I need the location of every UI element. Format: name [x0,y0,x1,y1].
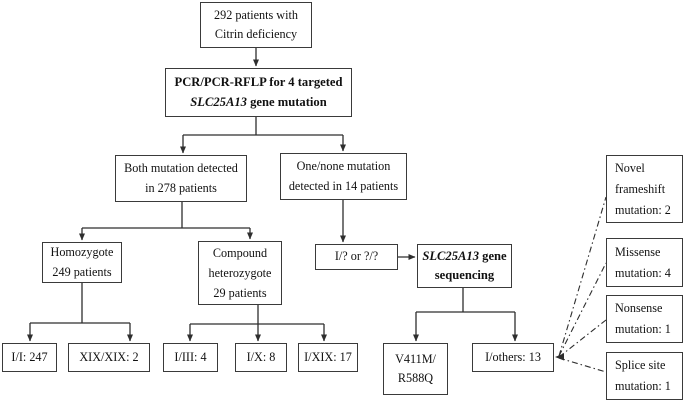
gene-name: SLC25A13 [422,248,480,263]
node-line: V411M/ [395,351,436,366]
node-292-patients: 292 patients with Citrin deficiency [200,2,312,48]
node-line: 29 patients [213,286,267,300]
node-one-none-mutation: One/none mutation detected in 14 patient… [280,153,407,200]
node-genotype-i-xix-17: I/XIX: 17 [298,343,358,372]
node-line: mutation: 4 [615,265,671,280]
node-line: Compound [212,246,268,260]
node-nonsense-mutation: Nonsense mutation: 1 [606,295,683,343]
node-genotype-xix-xix-2: XIX/XIX: 2 [68,343,150,372]
node-line: mutation: 1 [615,379,671,393]
node-line: Nonsense [615,301,663,315]
node-line: XIX/XIX: 2 [79,349,139,364]
node-line: Homozygote [50,245,114,259]
node-line: PCR/PCR-RFLP for 4 targeted [174,75,343,89]
node-line-rest: gene [479,248,507,263]
node-line: I/XIX: 17 [304,349,352,364]
edge-both-split [79,202,253,241]
node-gene-sequencing: SLC25A13 gene sequencing [417,244,512,288]
fan-arrowhead [555,353,564,361]
node-line: Citrin deficiency [214,27,298,41]
node-line: Novel [615,160,645,175]
node-line: SLC25A13 gene [422,247,506,267]
edge-mutation-types-fan [558,196,607,373]
node-line: I/X: 8 [246,349,276,364]
node-line: Splice site [615,358,666,372]
node-line: detected in 14 patients [288,178,399,193]
node-line: heterozygote [208,266,272,280]
edge-compound-split [187,305,327,342]
node-line: mutation: 1 [615,322,671,336]
node-line-rest: gene mutation [246,94,327,109]
node-line: I/others: 13 [485,349,541,364]
node-novel-frameshift-mutation: Novel frameshift mutation: 2 [606,155,683,223]
node-line: SLC25A13 gene mutation [190,93,326,113]
node-line: I/? or ?/? [334,249,379,264]
node-i-others-13: I/others: 13 [472,343,554,372]
gene-name: SLC25A13 [190,94,247,109]
node-line: mutation: 2 [615,202,671,217]
node-genotype-ii-247: I/I: 247 [2,343,57,372]
node-line: 249 patients [52,264,112,279]
node-genotype-i-x-8: I/X: 8 [235,343,287,372]
node-compound-heterozygote: Compound heterozygote 29 patients [198,241,282,305]
node-genotype-i-iii-4: I/III: 4 [163,343,218,372]
node-splice-site-mutation: Splice site mutation: 1 [606,352,683,400]
node-homozygote: Homozygote 249 patients [42,242,122,283]
edge-homozygote-split [27,283,133,342]
node-line: Missense [615,244,661,259]
node-both-mutation-detected: Both mutation detected in 278 patients [115,155,247,202]
node-missense-mutation: Missense mutation: 4 [606,238,683,287]
node-line: Both mutation detected [124,161,238,175]
edge-pcr-split [180,117,346,154]
node-line: frameshift [615,181,666,196]
node-v411m-r588q: V411M/ R588Q [383,343,448,395]
node-line: One/none mutation [296,159,391,173]
edge-sequencing-split [413,288,518,342]
node-line: R588Q [397,371,434,385]
node-pcr-rflp: PCR/PCR-RFLP for 4 targeted SLC25A13 gen… [165,68,352,117]
node-line: I/I: 247 [11,349,48,364]
node-line: sequencing [434,268,495,282]
node-line: in 278 patients [145,180,217,195]
node-line: I/III: 4 [174,349,207,364]
node-line: 292 patients with [214,7,298,22]
node-unknown-genotype: I/? or ?/? [315,244,398,270]
